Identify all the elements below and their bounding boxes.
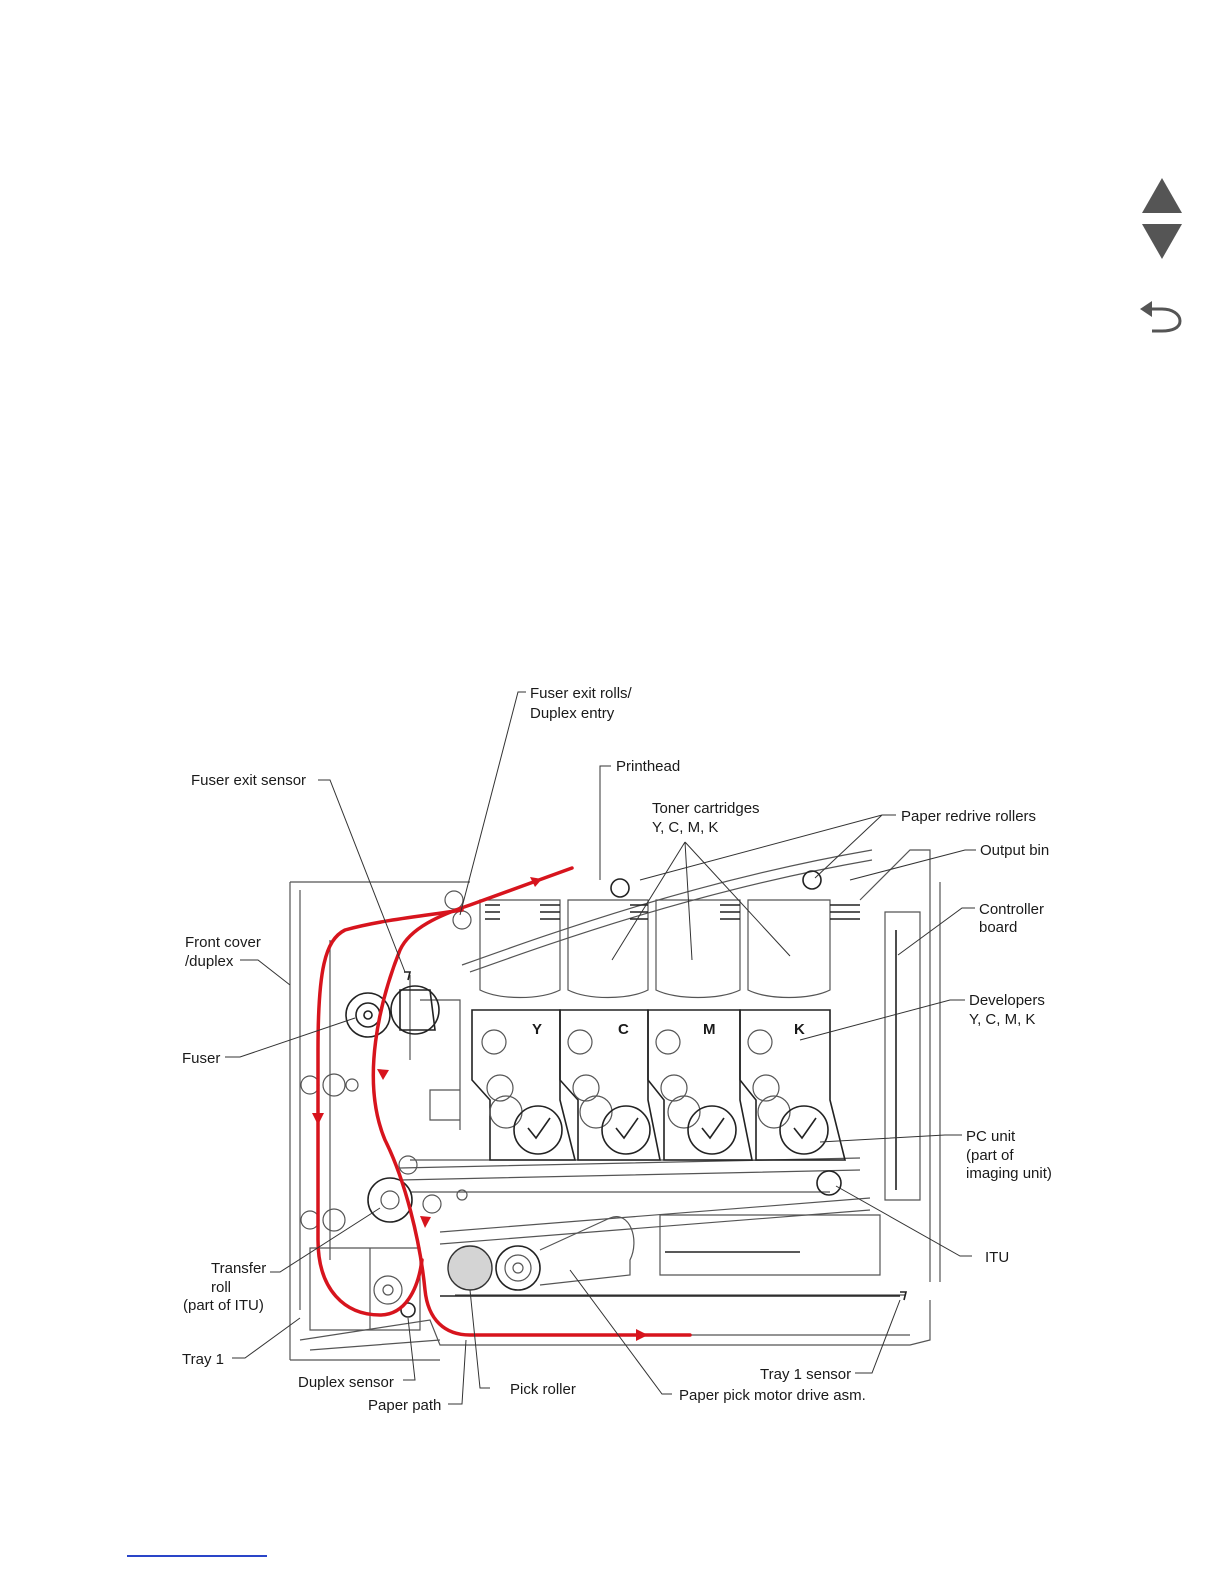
- label-developers-colors: Y, C, M, K: [969, 1011, 1035, 1028]
- rollers: [300, 870, 908, 1318]
- label-transfer-roll: roll: [211, 1279, 231, 1296]
- back-button[interactable]: [1138, 297, 1186, 337]
- label-tray-1-sensor: Tray 1 sensor: [760, 1366, 851, 1383]
- triangle-up-icon: [1142, 178, 1182, 213]
- label-controller-board: board: [979, 919, 1017, 936]
- component-labels: Fuser exit rolls/ Duplex entry Printhead…: [182, 685, 1052, 1414]
- label-fuser: Fuser: [182, 1050, 220, 1067]
- label-toner-cartridges: Toner cartridges: [652, 800, 760, 817]
- cartridge-letter-k: K: [794, 1021, 805, 1038]
- label-tray-1: Tray 1: [182, 1351, 224, 1368]
- footer-link-underline[interactable]: [127, 1555, 267, 1557]
- label-toner-colors: Y, C, M, K: [652, 819, 718, 836]
- label-imaging-unit: imaging unit): [966, 1165, 1052, 1182]
- label-paper-path: Paper path: [368, 1397, 441, 1414]
- return-arrow-icon: [1140, 301, 1182, 333]
- label-part-of-itu: (part of ITU): [183, 1297, 264, 1314]
- label-pc-unit: PC unit: [966, 1128, 1016, 1145]
- toner-cartridges: [479, 899, 860, 999]
- label-pick-roller: Pick roller: [510, 1381, 576, 1398]
- label-duplex-sensor: Duplex sensor: [298, 1374, 394, 1391]
- next-page-button[interactable]: [1138, 221, 1186, 263]
- label-paper-redrive-rollers: Paper redrive rollers: [901, 808, 1036, 825]
- label-controller: Controller: [979, 901, 1044, 918]
- leader-lines: [225, 691, 976, 1405]
- paper-path-route: [312, 866, 692, 1341]
- label-itu: ITU: [985, 1249, 1009, 1266]
- page-navigation: [1138, 175, 1186, 345]
- label-printhead: Printhead: [616, 758, 680, 775]
- cartridge-letter-y: Y: [532, 1021, 542, 1038]
- label-fuser-exit-rolls: Fuser exit rolls/: [530, 685, 633, 702]
- cartridge-letter-m: M: [703, 1021, 716, 1038]
- triangle-down-icon: [1142, 224, 1182, 259]
- cartridge-letter-c: C: [618, 1021, 629, 1038]
- label-transfer: Transfer: [211, 1260, 266, 1277]
- label-output-bin: Output bin: [980, 842, 1049, 859]
- label-front-cover: Front cover: [185, 934, 261, 951]
- previous-page-button[interactable]: [1138, 175, 1186, 217]
- label-developers: Developers: [969, 992, 1045, 1009]
- label-fuser-exit-sensor: Fuser exit sensor: [191, 772, 306, 789]
- label-paper-pick-motor: Paper pick motor drive asm.: [679, 1387, 866, 1404]
- label-pc-unit-part-of: (part of: [966, 1147, 1014, 1164]
- label-front-cover-duplex: /duplex: [185, 953, 234, 970]
- label-duplex-entry: Duplex entry: [530, 705, 615, 722]
- developer-units: Y C M K: [471, 1009, 847, 1161]
